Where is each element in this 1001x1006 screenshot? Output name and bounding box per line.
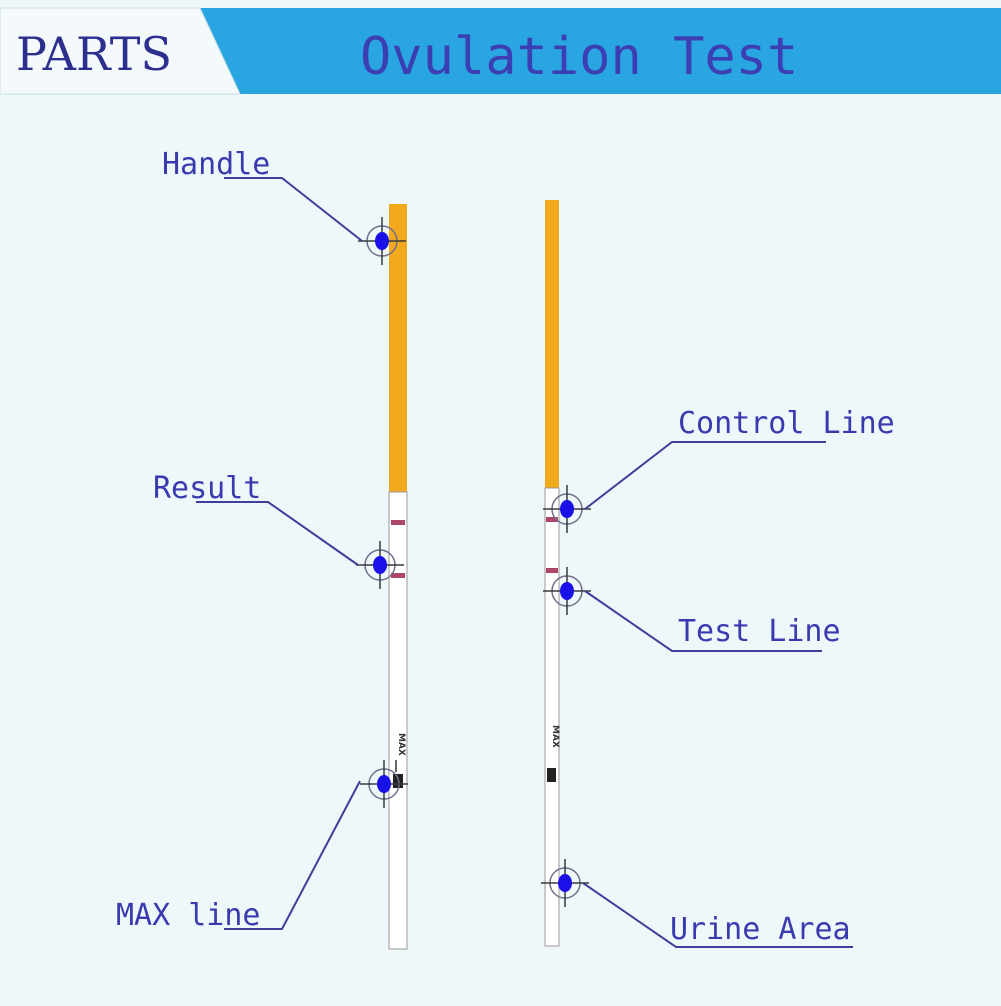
right-strip-max-text: MAX	[550, 725, 560, 748]
header-tag: PARTS	[16, 27, 172, 81]
left-strip-test-line	[391, 573, 405, 578]
leader-test-line	[584, 590, 822, 652]
header-title: Ovulation Test	[360, 27, 798, 87]
label-max-line: MAX line	[116, 898, 261, 933]
right-strip-test-line	[546, 568, 558, 573]
label-test-line: Test Line	[678, 614, 841, 649]
marker-handle	[358, 217, 406, 265]
leader-control-line	[584, 441, 826, 510]
left-test-strip: MAX	[388, 204, 408, 950]
leader-result	[196, 501, 359, 566]
label-handle: Handle	[162, 147, 270, 182]
marker-test-line	[543, 567, 591, 615]
marker-test-line-dot	[560, 582, 574, 600]
marker-max-line-dot	[377, 775, 391, 793]
marker-result	[356, 541, 404, 589]
marker-max-line	[360, 760, 408, 808]
right-strip-max-block	[547, 768, 556, 782]
leader-urine-area	[582, 882, 853, 948]
header-tag-box	[0, 7, 241, 95]
left-strip-control-line	[391, 520, 405, 525]
label-urine-area: Urine Area	[670, 912, 851, 947]
right-strip-handle	[545, 200, 559, 490]
marker-urine-area-dot	[558, 874, 572, 892]
header-title-band	[200, 8, 1001, 94]
marker-handle-dot	[375, 232, 389, 250]
right-strip-control-line	[546, 517, 558, 522]
right-test-strip: MAX	[544, 200, 560, 947]
label-result: Result	[153, 471, 261, 506]
marker-control-line	[543, 485, 591, 533]
marker-result-dot	[373, 556, 387, 574]
left-strip-handle	[389, 204, 407, 494]
header: PARTS Ovulation Test	[0, 0, 1001, 100]
left-strip-body	[388, 491, 408, 950]
marker-urine-area	[541, 859, 589, 907]
leader-max-line	[224, 780, 361, 930]
left-strip-max-text: MAX	[396, 733, 406, 756]
leader-handle	[224, 177, 363, 242]
marker-group	[356, 217, 591, 907]
part-labels: Handle Result MAX line Control Line Test…	[116, 147, 895, 947]
leader-lines	[196, 177, 853, 948]
right-strip-body	[544, 487, 560, 947]
marker-control-line-dot	[560, 500, 574, 518]
label-control-line: Control Line	[678, 406, 895, 441]
